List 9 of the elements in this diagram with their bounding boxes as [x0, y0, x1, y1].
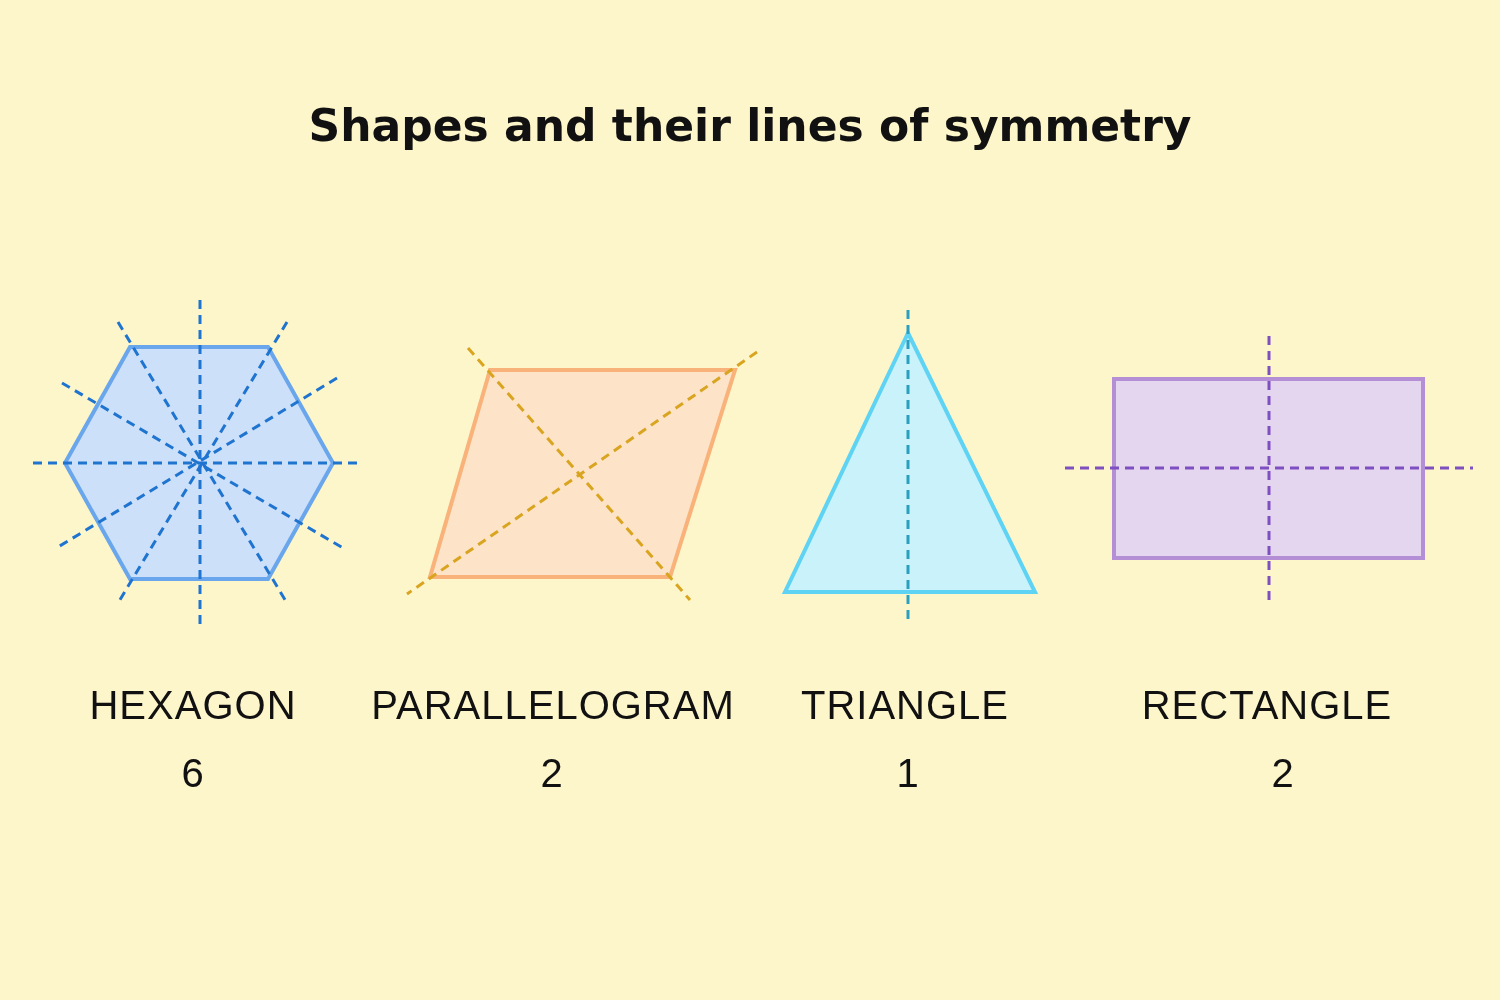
symmetry-count: 2: [1271, 750, 1295, 796]
symmetry-count: 2: [540, 750, 564, 796]
symmetry-count: 6: [181, 750, 205, 796]
symmetry-count: 1: [896, 750, 920, 796]
shape-name: RECTANGLE: [1141, 682, 1393, 728]
shape-name: PARALLELOGRAM: [371, 682, 735, 728]
shape-name: TRIANGLE: [801, 682, 1009, 728]
shape-name: HEXAGON: [89, 682, 297, 728]
title: Shapes and their lines of symmetry: [307, 100, 1193, 151]
